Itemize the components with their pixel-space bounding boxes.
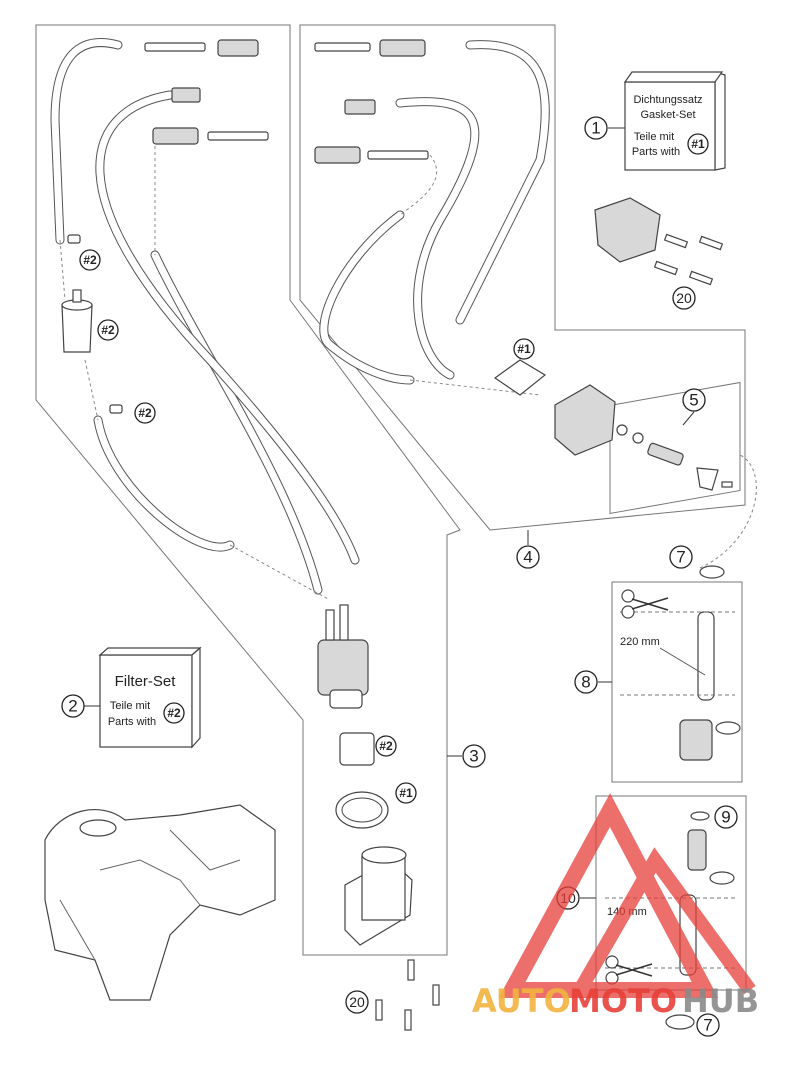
svg-text:#1: #1: [691, 137, 705, 151]
callout-9: 9: [714, 805, 738, 829]
svg-text:20: 20: [676, 290, 692, 306]
svg-text:3: 3: [469, 747, 478, 766]
hose-220mm: [697, 611, 715, 701]
pump-sleeve: [339, 732, 375, 766]
connector-male-left: [144, 42, 206, 52]
callout-7-bottom: 7: [696, 1013, 720, 1037]
svg-text:#1: #1: [399, 786, 413, 800]
callout-5: 5: [682, 388, 706, 412]
connector-10: [687, 829, 707, 871]
ref-2-filter: #2: [97, 319, 119, 341]
connector-male-right-2: [367, 150, 429, 160]
callout-2: 2: [61, 694, 85, 718]
callout-8: 8: [574, 670, 598, 694]
connector-female-right: [379, 39, 426, 57]
fuel-filter: [61, 304, 93, 353]
svg-text:4: 4: [523, 548, 532, 567]
callout-4: 4: [516, 545, 540, 569]
callout-20-top: 20: [672, 286, 696, 310]
gasket-set-box: [624, 81, 716, 171]
svg-text:#2: #2: [83, 253, 97, 267]
group-5-parts: [616, 424, 733, 491]
ref-2-clip-top: #2: [79, 249, 101, 271]
flange-kit-parts: [594, 197, 724, 286]
callout-3: 3: [462, 744, 486, 768]
group-5-box: [609, 381, 741, 515]
gasket-box-line2: Gasket-Set: [640, 109, 695, 121]
filter-clip-2: [109, 404, 123, 414]
filter-box-ref: #2: [163, 702, 185, 724]
filter-set-box: [99, 654, 193, 748]
svg-text:HUB: HUB: [682, 982, 759, 1020]
electric-plug-left: [171, 87, 201, 103]
scissors-icon: [621, 589, 669, 619]
svg-text:9: 9: [721, 808, 730, 827]
filter-box-line3: Parts with: [108, 716, 156, 728]
gasket-box-line4: Parts with: [632, 146, 680, 158]
svg-text:#2: #2: [138, 406, 152, 420]
hose-right-mid: [395, 97, 480, 380]
watermark-logo: [498, 793, 756, 998]
svg-text:2: 2: [68, 697, 77, 716]
connector-male-right: [314, 42, 371, 52]
ref-2-sleeve: #2: [375, 735, 397, 757]
fuel-pump: [317, 639, 369, 696]
hose-left-lower: [93, 415, 235, 552]
clamp-7-top: [699, 565, 725, 579]
callout-20-bottom: 20: [345, 990, 369, 1014]
pump-oring: [335, 791, 389, 829]
svg-text:7: 7: [703, 1016, 712, 1035]
svg-text:1: 1: [591, 119, 600, 138]
callout-1: 1: [584, 116, 608, 140]
scissors-icon-2: [605, 955, 653, 985]
svg-text:8: 8: [581, 673, 590, 692]
ref-1-oring: #1: [395, 782, 417, 804]
pump-tube: [361, 854, 406, 921]
ref-2-clip-bottom: #2: [134, 402, 156, 424]
svg-text:7: 7: [676, 548, 685, 567]
svg-text:MOTO: MOTO: [569, 982, 677, 1020]
connector-female-right-2: [314, 146, 361, 164]
gasket-box-ref: #1: [687, 133, 709, 155]
connector-female-left: [217, 39, 259, 57]
flange-gasket: [493, 359, 547, 396]
svg-text:5: 5: [689, 391, 698, 410]
clamp-7-bottom: [665, 1014, 695, 1030]
svg-text:20: 20: [349, 994, 365, 1010]
filter-box-title: Filter-Set: [115, 673, 177, 690]
callout-7-top: 7: [669, 545, 693, 569]
screws-bottom: [375, 959, 440, 1031]
gasket-box-line1: Dichtungssatz: [633, 94, 702, 106]
hose-right-inner: [319, 210, 415, 385]
gasket-box-line3: Teile mit: [634, 131, 674, 143]
oring-9: [690, 811, 710, 821]
group-4-outline: [299, 24, 746, 531]
watermark-text: AUTO MOTO HUB: [472, 982, 759, 1020]
electric-plug-right: [344, 99, 376, 115]
svg-text:#2: #2: [167, 706, 181, 720]
measure-220mm: 220 mm: [620, 636, 660, 648]
svg-text:AUTO: AUTO: [472, 982, 571, 1020]
svg-text:#2: #2: [379, 739, 393, 753]
group-3-outline: [35, 24, 461, 956]
filter-clip-1: [67, 234, 81, 244]
filter-box-line2: Teile mit: [110, 700, 150, 712]
pump-flange-right: [554, 384, 616, 456]
connector-male-left-2: [207, 131, 269, 141]
ref-1-gasket: #1: [513, 338, 535, 360]
fuel-tank: [44, 804, 276, 1001]
connector-8: [679, 719, 713, 761]
svg-text:#2: #2: [101, 323, 115, 337]
svg-text:#1: #1: [517, 342, 531, 356]
connector-female-left-2: [152, 127, 199, 145]
